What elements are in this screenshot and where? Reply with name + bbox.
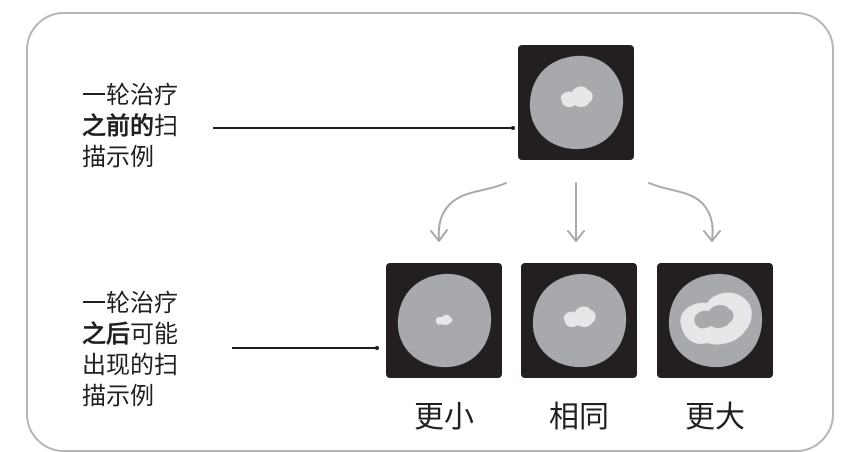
- scan-same: [521, 263, 637, 378]
- before-pointer-line: [213, 127, 513, 129]
- caption-larger: 更大: [685, 400, 745, 435]
- before-label-bold: 之前的: [82, 112, 154, 140]
- before-pointer-dot: [511, 126, 515, 130]
- arrowhead-same: [567, 230, 585, 242]
- before-scan: [518, 45, 634, 160]
- after-label-rest: 可能: [130, 320, 178, 348]
- before-label-line1: 一轮治疗: [82, 81, 178, 109]
- caption-smaller: 更小: [414, 400, 474, 435]
- arrow-to-smaller: [437, 182, 507, 241]
- before-label-rest: 扫: [154, 112, 178, 140]
- after-pointer-dot: [375, 346, 379, 350]
- arrows: [430, 182, 721, 242]
- arrowhead-smaller: [430, 229, 448, 242]
- after-label-line1: 一轮治疗: [82, 289, 178, 317]
- before-label-line2: 之前的扫: [82, 111, 178, 142]
- after-scan-label: 一轮治疗 之后可能 出现的扫 描示例: [82, 288, 178, 412]
- before-scan-label: 一轮治疗 之前的扫 描示例: [82, 80, 178, 173]
- arrowhead-larger: [703, 230, 721, 242]
- after-pointer-line: [232, 347, 377, 349]
- after-label-bold: 之后: [82, 320, 130, 348]
- after-label-line2: 之后可能: [82, 319, 178, 350]
- caption-same: 相同: [549, 400, 609, 435]
- scan-smaller: [386, 263, 502, 378]
- scan-larger: [657, 263, 773, 378]
- before-label-line3: 描示例: [82, 143, 154, 171]
- after-label-line3: 出现的扫: [82, 351, 178, 379]
- after-label-line4: 描示例: [82, 382, 154, 410]
- arrow-to-larger: [648, 182, 714, 241]
